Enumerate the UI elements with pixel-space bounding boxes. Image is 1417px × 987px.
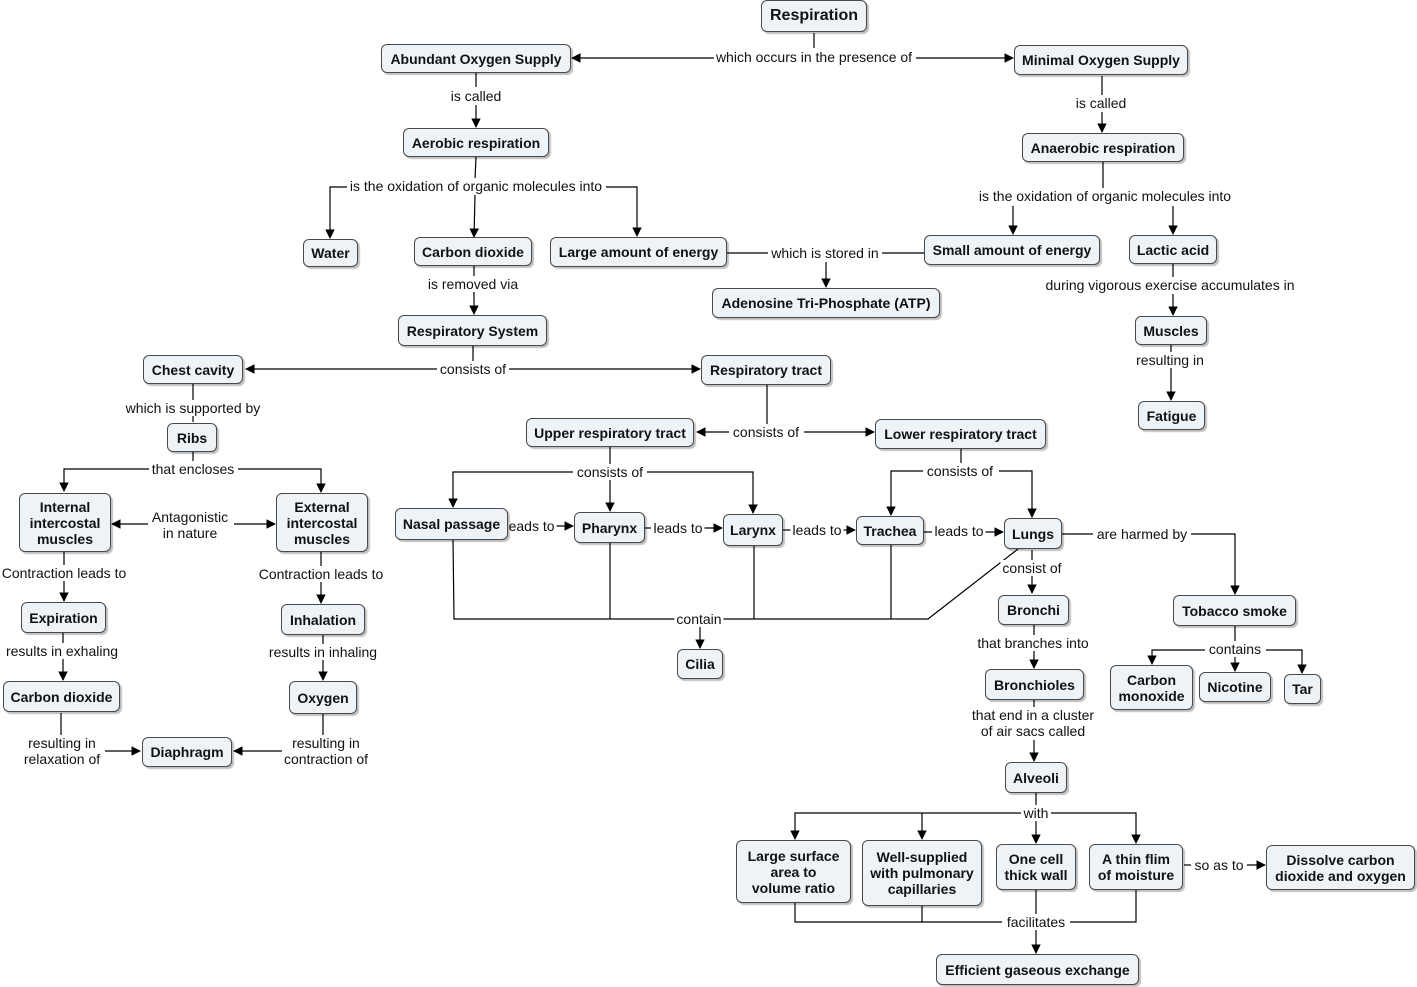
link-label-is-called-aerobic: is called bbox=[448, 88, 504, 104]
link-label-supported-by: which is supported by bbox=[123, 400, 263, 416]
link-label-harmed-by: are harmed by bbox=[1094, 526, 1190, 542]
link-label-consists-of-lower: consists of bbox=[924, 463, 996, 479]
node-bronchioles: Bronchioles bbox=[985, 669, 1084, 700]
node-lower-respiratory-tract: Lower respiratory tract bbox=[875, 419, 1046, 449]
link-label-so-as-to: so as to bbox=[1192, 857, 1246, 873]
link-label-results-in-inhaling: results in inhaling bbox=[266, 644, 380, 660]
link-label-leads-to-pharynx: leads to bbox=[503, 518, 557, 534]
node-upper-respiratory-tract: Upper respiratory tract bbox=[526, 418, 694, 447]
node-cilia: Cilia bbox=[677, 649, 723, 679]
node-dissolve-gases: Dissolve carbon dioxide and oxygen bbox=[1266, 845, 1415, 890]
link-label-consists-of-tract: consists of bbox=[730, 424, 802, 440]
node-external-intercostal-muscles: External intercostal muscles bbox=[276, 493, 368, 552]
node-minimal-oxygen-supply: Minimal Oxygen Supply bbox=[1014, 45, 1188, 75]
node-expiration: Expiration bbox=[21, 602, 106, 633]
node-tobacco-smoke: Tobacco smoke bbox=[1173, 595, 1296, 626]
node-alveoli: Alveoli bbox=[1005, 762, 1067, 793]
node-pharynx: Pharynx bbox=[574, 512, 645, 543]
link-label-that-encloses: that encloses bbox=[149, 461, 237, 477]
node-carbon-dioxide-exhaled: Carbon dioxide bbox=[3, 681, 120, 712]
node-muscles: Muscles bbox=[1135, 316, 1207, 345]
link-label-with: with bbox=[1021, 805, 1051, 821]
node-ribs: Ribs bbox=[167, 423, 217, 452]
node-thin-film-of-moisture: A thin flim of moisture bbox=[1089, 844, 1183, 890]
node-aerobic-respiration: Aerobic respiration bbox=[403, 128, 549, 157]
link-label-results-in-exhaling: results in exhaling bbox=[3, 643, 121, 659]
node-nasal-passage: Nasal passage bbox=[395, 508, 508, 540]
node-trachea: Trachea bbox=[856, 516, 924, 545]
node-respiratory-system: Respiratory System bbox=[398, 315, 547, 346]
node-one-cell-thick-wall: One cell thick wall bbox=[996, 844, 1076, 890]
node-large-surface-area: Large surface area to volume ratio bbox=[736, 840, 851, 903]
node-bronchi: Bronchi bbox=[998, 595, 1069, 625]
node-well-supplied-capillaries: Well-supplied with pulmonary capillaries bbox=[862, 840, 982, 906]
node-chest-cavity: Chest cavity bbox=[143, 355, 243, 384]
link-label-leads-to-larynx: leads to bbox=[651, 520, 705, 536]
node-water: Water bbox=[303, 239, 358, 267]
node-fatigue: Fatigue bbox=[1138, 401, 1205, 430]
node-diaphragm: Diaphragm bbox=[142, 737, 232, 767]
link-label-contraction-external: Contraction leads to bbox=[256, 566, 386, 582]
link-label-oxidation-anaerobic: is the oxidation of organic molecules in… bbox=[976, 188, 1234, 204]
link-label-consists-of-upper: consists of bbox=[574, 464, 646, 480]
node-small-amount-of-energy: Small amount of energy bbox=[924, 235, 1100, 265]
link-label-contains: contains bbox=[1206, 641, 1264, 657]
node-oxygen: Oxygen bbox=[289, 681, 357, 714]
node-respiratory-tract: Respiratory tract bbox=[701, 355, 831, 385]
node-larynx: Larynx bbox=[723, 514, 783, 546]
link-label-oxidation-aerobic: is the oxidation of organic molecules in… bbox=[347, 178, 605, 194]
node-internal-intercostal-muscles: Internal intercostal muscles bbox=[19, 493, 111, 552]
node-carbon-monoxide: Carbon monoxide bbox=[1110, 665, 1193, 710]
link-label-consist-of-lungs: consist of bbox=[1000, 560, 1064, 576]
link-label-is-called-anaerobic: is called bbox=[1073, 95, 1129, 111]
node-tar: Tar bbox=[1284, 674, 1321, 704]
node-large-amount-of-energy: Large amount of energy bbox=[550, 237, 727, 267]
link-label-facilitates: facilitates bbox=[1004, 914, 1068, 930]
link-label-occurs-in-presence: which occurs in the presence of bbox=[713, 49, 915, 65]
node-lactic-acid: Lactic acid bbox=[1129, 235, 1217, 264]
link-label-stored-in: which is stored in bbox=[769, 245, 881, 261]
link-label-contain: contain bbox=[674, 611, 724, 627]
link-label-air-sacs: that end in a cluster of air sacs called bbox=[969, 707, 1097, 739]
node-nicotine: Nicotine bbox=[1199, 672, 1271, 702]
link-label-removed-via: is removed via bbox=[425, 276, 521, 292]
link-label-vigorous-exercise: during vigorous exercise accumulates in bbox=[1043, 277, 1297, 293]
node-efficient-gaseous-exchange: Efficient gaseous exchange bbox=[936, 954, 1139, 985]
link-label-contraction-of: resulting in contraction of bbox=[281, 735, 371, 767]
link-label-consists-of-system: consists of bbox=[437, 361, 509, 377]
node-atp: Adenosine Tri-Phosphate (ATP) bbox=[712, 288, 940, 318]
link-label-leads-to-trachea: leads to bbox=[790, 522, 844, 538]
node-lungs: Lungs bbox=[1004, 518, 1062, 549]
link-label-antagonistic: Antagonistic in nature bbox=[149, 509, 231, 541]
node-inhalation: Inhalation bbox=[281, 604, 365, 635]
node-abundant-oxygen-supply: Abundant Oxygen Supply bbox=[381, 44, 571, 73]
node-respiration: Respiration bbox=[761, 0, 867, 32]
node-anaerobic-respiration: Anaerobic respiration bbox=[1022, 133, 1184, 162]
link-label-branches-into: that branches into bbox=[975, 635, 1091, 651]
link-label-contraction-internal: Contraction leads to bbox=[0, 565, 129, 581]
link-label-resulting-in-fatigue: resulting in bbox=[1134, 352, 1206, 368]
link-label-leads-to-lungs: leads to bbox=[932, 523, 986, 539]
link-label-relaxation-of: resulting in relaxation of bbox=[21, 735, 103, 767]
node-carbon-dioxide-aerobic: Carbon dioxide bbox=[414, 237, 532, 266]
